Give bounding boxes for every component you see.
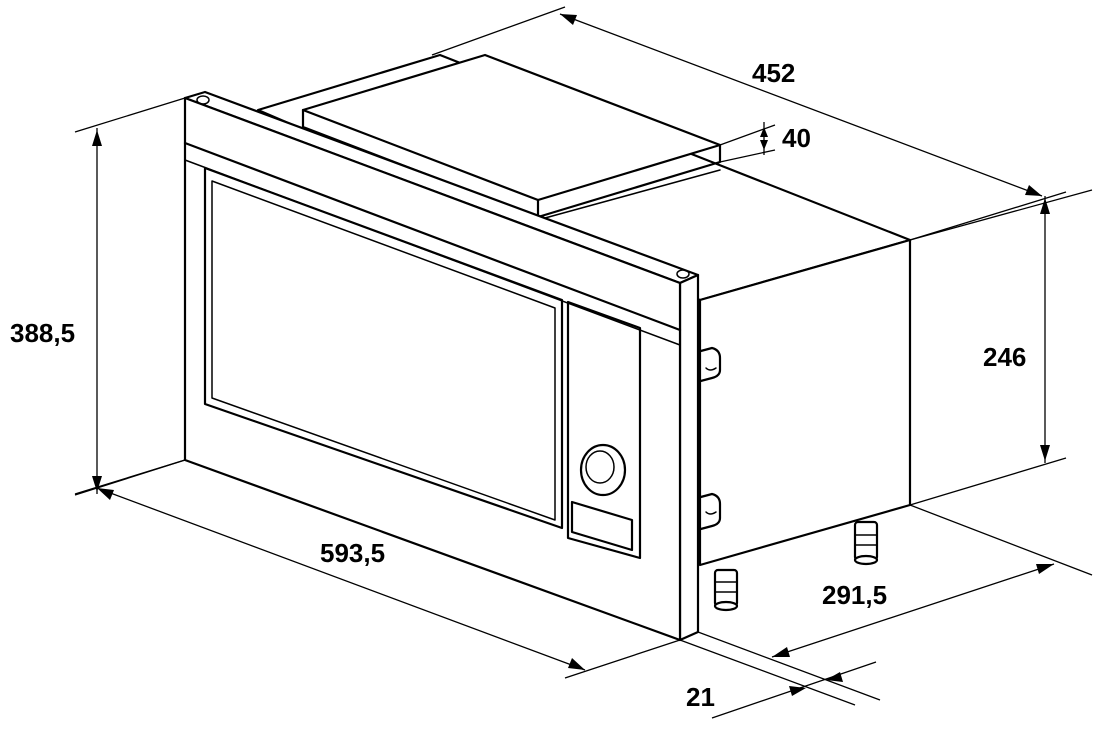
dim-overall-depth [431,6,1093,241]
label-body-depth: 291,5 [822,580,887,610]
mount-hole-right [676,269,690,279]
label-body-height: 246 [983,342,1026,372]
upper-bracket [695,346,722,384]
foot-front [713,568,739,612]
feet [713,520,879,612]
label-total-width: 593,5 [320,538,385,568]
control-panel [566,300,642,560]
foot-rear [853,520,879,566]
mount-hole-left [196,95,210,105]
dim-body-depth [771,504,1093,658]
dim-total-width [74,459,681,679]
label-overall-depth: 452 [752,58,795,88]
microwave-body [256,53,912,567]
dim-total-height [74,97,186,495]
dim-trim-thickness [719,122,776,163]
dimension-labels: 452 40 388,5 246 593,5 291,5 21 [10,58,1026,712]
door-window-inner [211,180,556,521]
dimension-lines [74,6,1093,719]
mounting-brackets [695,346,722,532]
frame-top-trim-line [183,141,682,332]
dim-frame-depth [679,631,881,719]
display-window [570,500,634,552]
control-knob [579,443,627,497]
lower-bracket [695,492,722,532]
frame-side-edge [678,273,700,642]
front-frame [183,90,700,642]
door-window-outer [203,166,564,530]
label-trim-thickness: 40 [782,123,811,153]
dim-body-height [909,191,1067,506]
label-frame-depth: 21 [686,682,715,712]
label-total-height: 388,5 [10,318,75,348]
